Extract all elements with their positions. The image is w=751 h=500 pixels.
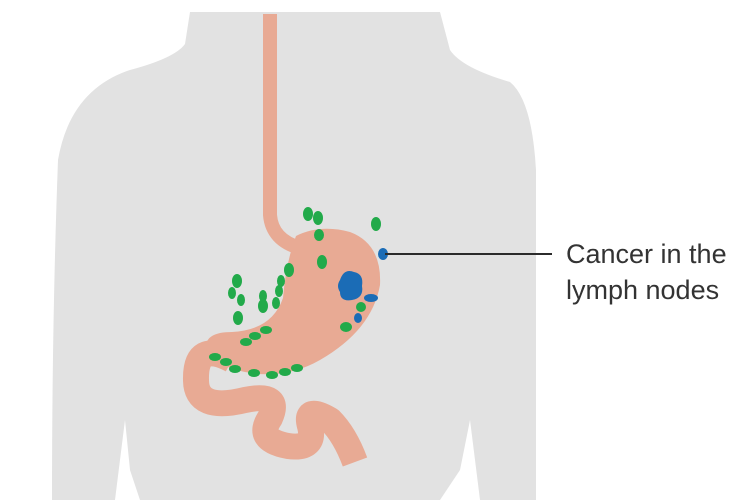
lymph-node: [272, 297, 280, 309]
lymph-node: [240, 338, 252, 346]
lymph-node: [340, 322, 352, 332]
lymph-node: [248, 369, 260, 377]
lymph-node: [313, 211, 323, 225]
lymph-node: [220, 358, 232, 366]
lymph-node: [237, 294, 245, 306]
lymph-node: [291, 364, 303, 372]
callout-label-line-2: lymph nodes: [566, 272, 727, 308]
lymph-node: [232, 274, 242, 288]
cancer-lymph-node: [354, 313, 362, 323]
callout-label: Cancer in the lymph nodes: [566, 236, 727, 308]
lymph-node: [275, 285, 283, 297]
lymph-node: [317, 255, 327, 269]
cancer-lymph-node: [364, 294, 378, 302]
lymph-node: [284, 263, 294, 277]
lymph-node: [260, 326, 272, 334]
lymph-node: [229, 365, 241, 373]
lymph-node: [279, 368, 291, 376]
lymph-node: [228, 287, 236, 299]
lymph-node: [356, 302, 366, 312]
lymph-node: [233, 311, 243, 325]
lymph-node: [303, 207, 313, 221]
lymph-node: [314, 229, 324, 241]
lymph-node: [249, 332, 261, 340]
lymph-node: [258, 299, 268, 313]
lymph-node: [209, 353, 221, 361]
lymph-node: [266, 371, 278, 379]
lymph-node: [371, 217, 381, 231]
callout-label-line-1: Cancer in the: [566, 236, 727, 272]
